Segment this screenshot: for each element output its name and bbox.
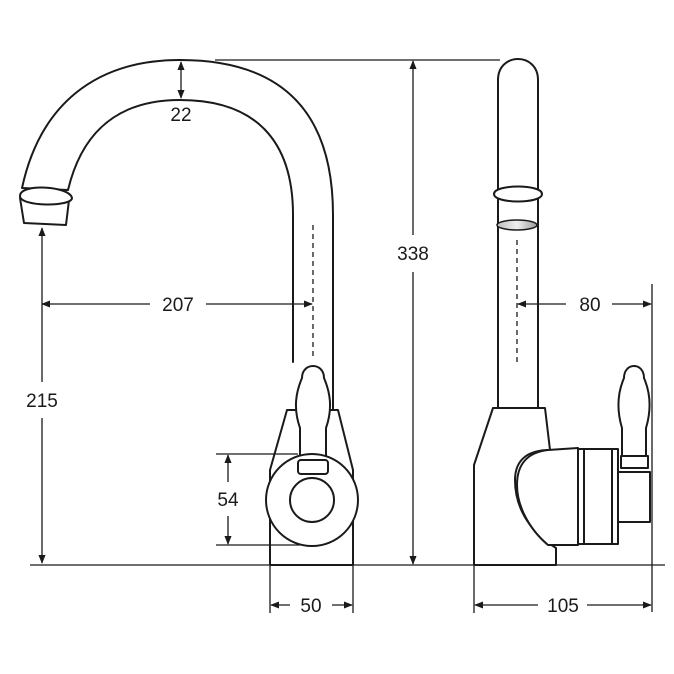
dim-label-50: 50 [300,596,321,617]
dim-label-22: 22 [170,105,191,126]
spout-outline [21,59,334,421]
spout-nozzle-ring [19,186,73,206]
handle-collar [297,459,329,475]
dim-base-width-front: 50 [269,566,354,617]
side-handle-lever [617,365,651,469]
dim-label-338: 338 [397,244,429,265]
front-handle-lever [294,365,332,461]
dim-label-54: 54 [217,490,239,511]
dim-spout-thickness: 22 [170,61,192,126]
side-cartridge-housing [516,447,579,546]
side-handle-stub [617,471,651,523]
side-aerator [496,219,538,231]
dim-label-80: 80 [579,295,600,316]
side-spout [497,58,539,411]
handle-hub-inner [289,477,335,523]
front-view [19,59,359,566]
dim-overall-height: 338 [215,59,500,565]
dim-handle-offset: 80 [517,284,653,612]
dim-label-207: 207 [162,295,194,316]
dim-spout-reach: 207 [41,295,313,316]
dim-label-105: 105 [547,596,579,617]
dim-handle-base: 54 [216,453,300,546]
dim-spout-clearance: 215 [26,227,58,564]
dim-base-depth-side: 105 [473,566,652,617]
side-view [473,58,651,566]
dim-label-215: 215 [26,391,58,412]
side-spout-band [493,185,543,203]
side-handle-collar [620,455,649,469]
